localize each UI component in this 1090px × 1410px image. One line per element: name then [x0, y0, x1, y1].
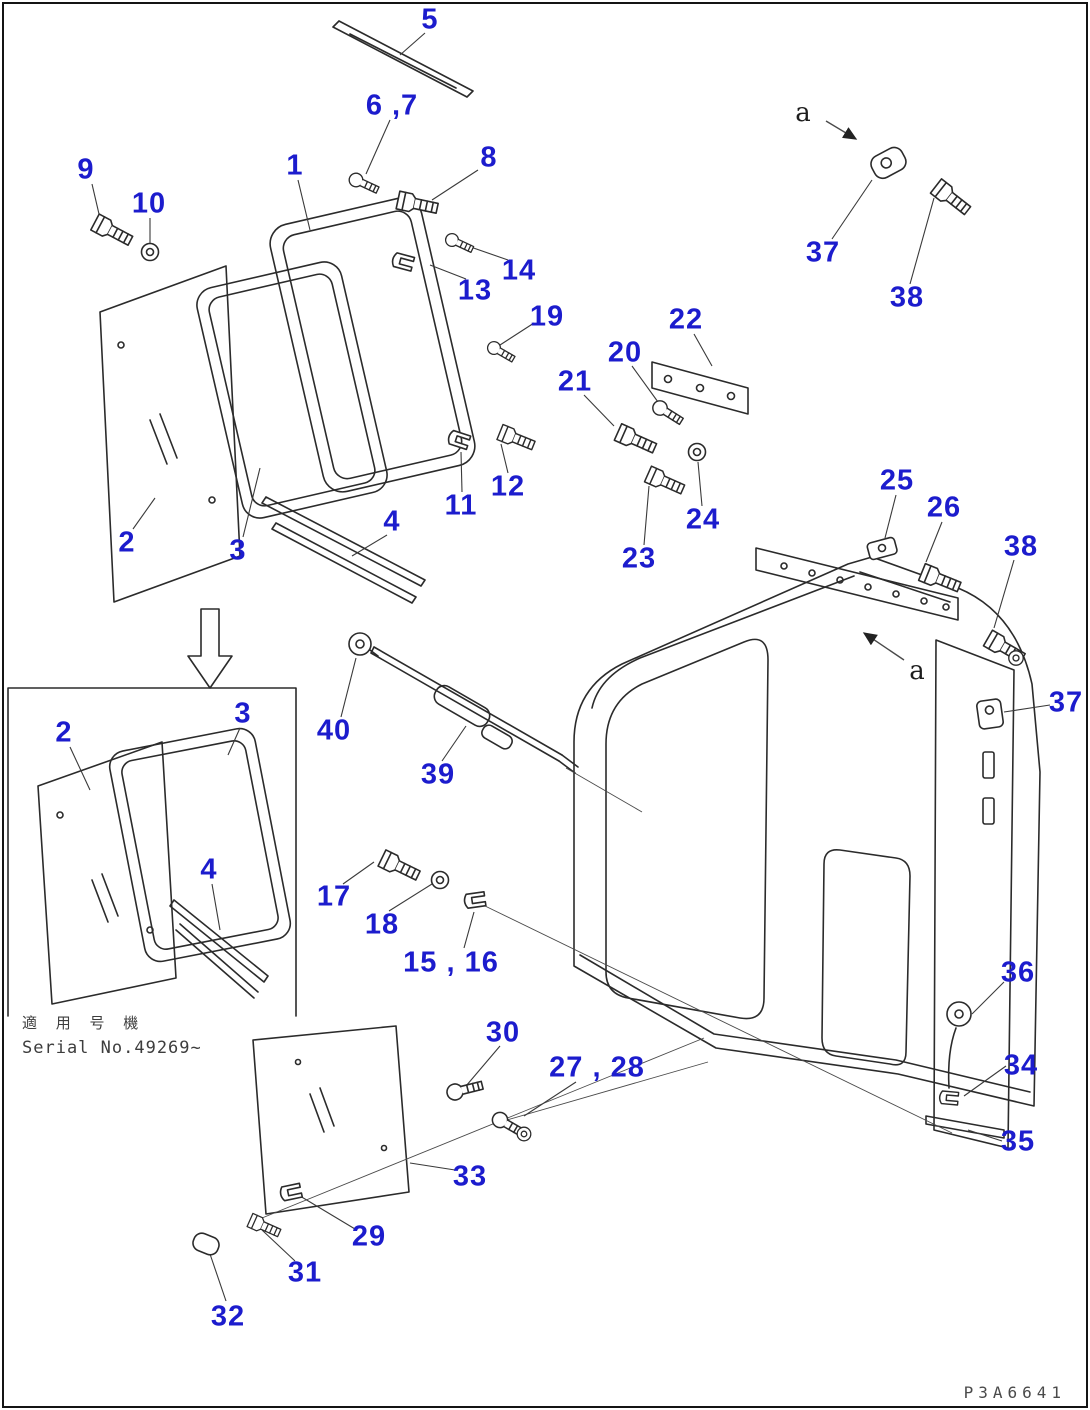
screw-14-icon — [442, 230, 476, 256]
screw-20-icon — [649, 397, 686, 429]
strip-35 — [925, 1115, 1005, 1139]
drawing-number: P3A6641 — [963, 1383, 1066, 1402]
knob-40-icon — [348, 632, 372, 656]
bracket-37-top-icon — [870, 146, 907, 180]
bolt-17-icon — [377, 849, 423, 885]
screw-19-icon — [484, 338, 518, 366]
washer-10-icon — [140, 242, 160, 262]
clip-15-16-icon — [462, 891, 487, 910]
window-glass-2-inset — [37, 741, 177, 1005]
strip-part-4 — [261, 496, 426, 604]
bracket-22 — [651, 361, 749, 415]
serial-note: 適 用 号 機 Serial No.49269~ — [22, 1012, 202, 1058]
tab-37-mid-icon — [976, 698, 1004, 730]
clip-34-icon — [938, 1090, 960, 1106]
tab-25-icon — [866, 536, 898, 561]
bolt-9-icon — [89, 213, 136, 250]
clip-13-icon — [390, 251, 416, 272]
window-frame-3 — [196, 261, 388, 519]
hardware-parts — [89, 146, 1028, 1256]
serial-label-jp: 適 用 号 機 — [22, 1014, 146, 1032]
screw-6-7-icon — [346, 170, 382, 197]
window-glass-33 — [252, 1025, 410, 1215]
washer-18-icon — [430, 870, 450, 890]
clip-11-icon — [446, 428, 472, 451]
inset-border — [7, 687, 297, 1017]
bolt-12-icon — [496, 423, 538, 454]
cap-32-icon — [192, 1232, 220, 1256]
down-arrow — [187, 608, 233, 689]
window-frame-3-inset — [108, 727, 292, 963]
leader-lines — [69, 32, 1051, 1302]
axis-lines — [261, 767, 953, 1219]
strip-part-4-inset — [169, 899, 269, 999]
screw-30-icon — [444, 1076, 485, 1103]
bolt-21-icon — [613, 422, 660, 458]
window-frame-1 — [269, 197, 476, 493]
bolt-23-icon — [643, 465, 687, 499]
datum-arrows — [825, 120, 905, 661]
knob-36-icon — [946, 1001, 972, 1027]
washer-28-icon — [516, 1126, 532, 1142]
strip-part — [332, 20, 474, 98]
knob-36-stem — [947, 1027, 957, 1089]
washer-24-icon — [687, 442, 707, 462]
bolt-8-icon — [395, 190, 440, 218]
window-glass-2 — [99, 265, 241, 603]
serial-number: Serial No.49269~ — [22, 1038, 202, 1058]
clip-29-icon — [278, 1182, 304, 1203]
washer-38-icon — [1008, 650, 1024, 666]
bolt-38-top-icon — [929, 178, 974, 219]
cab-body — [573, 547, 1041, 1149]
rod-39 — [369, 646, 579, 774]
